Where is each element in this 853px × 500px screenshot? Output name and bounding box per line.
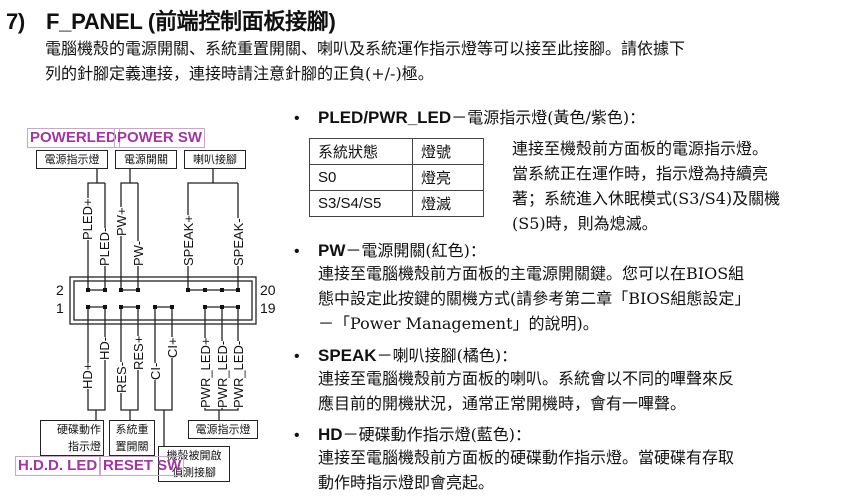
item-code: HD	[318, 425, 343, 444]
pin-speak-plus: SPEAK+	[181, 215, 196, 266]
hdd-led-box-line1: 硬碟動作	[57, 423, 101, 436]
chassis-intrusion-box-line1: 機殼被開啟	[166, 449, 222, 462]
pin-pled-plus: PLED+	[80, 198, 95, 240]
text-line: 連接至機殼前方面板的電源指示燈。	[512, 139, 769, 158]
chassis-intrusion-box: 機殼被開啟 偵測接腳	[158, 446, 230, 482]
table-header-row: 系統狀態 燈號	[309, 138, 484, 165]
reset-sw-label: RESET SW	[100, 456, 185, 476]
text-line: 動作時指示燈即會亮起。	[318, 473, 495, 492]
pin-pw-plus: PW+	[114, 207, 129, 236]
reset-switch-box: 系統重 置開關	[109, 420, 155, 456]
pin-hd-plus: HD+	[80, 362, 95, 389]
hdd-led-box: 硬碟動作 指示燈	[40, 420, 104, 456]
pin-res-minus: RES-	[114, 361, 129, 393]
text-line: －「Power Management」的說明)。	[318, 314, 599, 333]
text-line: 連接至電腦機殼前方面板的主電源開關鍵。您可以在BIOS組	[318, 264, 745, 283]
pin-ci-minus: CI-	[148, 362, 163, 380]
pwr-led-box: 電源指示燈	[188, 420, 258, 439]
pin-pwr-led-minus-1: PWR_LED-	[215, 340, 230, 408]
pin-number-2: 2	[56, 282, 64, 298]
powerled-label: POWERLED	[27, 128, 120, 148]
bullet-icon: •	[294, 110, 300, 127]
led-status-table: 系統狀態 燈號 S0 燈亮 S3/S4/S5 燈滅	[309, 138, 484, 217]
text-line: 態中設定此按鍵的關機方式(請參考第二章「BIOS組態設定」	[318, 289, 751, 308]
intro-line-1: 電腦機殼的電源開關、系統重置開關、喇叭及系統運作指示燈等可以接至此接腳。請依據下	[45, 39, 686, 58]
bullet-icon: •	[294, 243, 300, 260]
table-cell: S0	[309, 164, 413, 191]
table-row: S3/S4/S5 燈滅	[309, 190, 484, 217]
section-title: F_PANEL (前端控制面板接腳)	[46, 9, 336, 34]
text-line: 當系統正在運作時，指示燈為持續亮	[512, 164, 769, 183]
table-row: S0 燈亮	[309, 164, 484, 191]
pin-pwr-led-minus-2: PWR_LED-	[231, 340, 246, 408]
pin-number-1: 1	[56, 300, 64, 316]
item-desc: －電源指示燈(黃色/紫色)：	[451, 108, 646, 127]
pw-description: 連接至電腦機殼前方面板的主電源開關鍵。您可以在BIOS組 態中設定此按鍵的關機方…	[318, 261, 750, 336]
table-header: 燈號	[412, 138, 484, 165]
item-speak: • SPEAK－喇叭接腳(橘色)：	[294, 342, 517, 366]
hdd-led-label: H.D.D. LED	[15, 456, 101, 476]
power-sw-label: POWER SW	[114, 128, 205, 148]
item-code: PLED/PWR_LED	[318, 108, 452, 127]
hdd-led-box-line2: 指示燈	[68, 440, 101, 453]
section-heading: 7) F_PANEL (前端控制面板接腳)	[6, 4, 336, 36]
item-pw: • PW－電源開關(紅色)：	[294, 237, 486, 261]
bullet-icon: •	[294, 427, 300, 444]
pin-pled-minus: PLED-	[97, 227, 112, 266]
intro-line-2: 列的針腳定義連接，連接時請注意針腳的正負(+/-)極。	[45, 64, 434, 83]
reset-switch-box-line1: 系統重	[115, 423, 149, 436]
bullet-icon: •	[294, 348, 300, 365]
table-cell: 燈滅	[412, 190, 484, 217]
pin-number-20: 20	[260, 282, 276, 298]
intro-paragraph: 電腦機殼的電源開關、系統重置開關、喇叭及系統運作指示燈等可以接至此接腳。請依據下…	[45, 36, 845, 86]
section-number: 7)	[6, 9, 25, 34]
item-hd: • HD－硬碟動作指示燈(藍色)：	[294, 421, 531, 445]
pin-res-plus: RES+	[131, 335, 146, 370]
power-switch-box: 電源開關	[115, 150, 177, 169]
item-code: PW	[318, 241, 346, 260]
text-line: 連接至電腦機殼前方面板的喇叭。系統會以不同的嗶聲來反	[318, 369, 735, 388]
speak-description: 連接至電腦機殼前方面板的喇叭。系統會以不同的嗶聲來反 應目前的開機狀況，通常正常…	[318, 366, 734, 416]
speaker-box: 喇叭接腳	[184, 150, 246, 169]
pin-pwr-led-plus: PWR_LED+	[198, 337, 213, 408]
pin-number-19: 19	[260, 300, 276, 316]
pled-description: 連接至機殼前方面板的電源指示燈。 當系統正在運作時，指示燈為持續亮 著；系統進入…	[512, 136, 780, 236]
text-line: 著；系統進入休眠模式(S3/S4)及關機	[512, 189, 781, 208]
item-desc: －電源開關(紅色)：	[345, 241, 486, 260]
text-line: 應目前的開機狀況，通常正常開機時，會有一嗶聲。	[318, 394, 687, 413]
pin-speak-minus: SPEAK-	[231, 218, 246, 266]
pin-hd-minus: HD-	[97, 336, 112, 360]
item-desc: －喇叭接腳(橘色)：	[376, 346, 518, 365]
table-cell: 燈亮	[412, 164, 484, 191]
power-led-box: 電源指示燈	[36, 150, 108, 169]
item-pled: • PLED/PWR_LED－電源指示燈(黃色/紫色)：	[294, 104, 645, 128]
item-desc: －硬碟動作指示燈(藍色)：	[342, 425, 532, 444]
table-header: 系統狀態	[309, 138, 413, 165]
reset-switch-box-line2: 置開關	[115, 440, 149, 453]
hd-description: 連接至電腦機殼前方面板的硬碟動作指示燈。當硬碟有存取 動作時指示燈即會亮起。	[318, 445, 734, 495]
text-line: 連接至電腦機殼前方面板的硬碟動作指示燈。當硬碟有存取	[318, 448, 735, 467]
item-code: SPEAK	[318, 346, 377, 365]
pin-ci-plus: CI+	[165, 337, 180, 358]
pin-pw-minus: PW-	[131, 240, 146, 266]
text-line: (S5)時，則為熄滅。	[512, 214, 658, 233]
table-cell: S3/S4/S5	[309, 190, 413, 217]
